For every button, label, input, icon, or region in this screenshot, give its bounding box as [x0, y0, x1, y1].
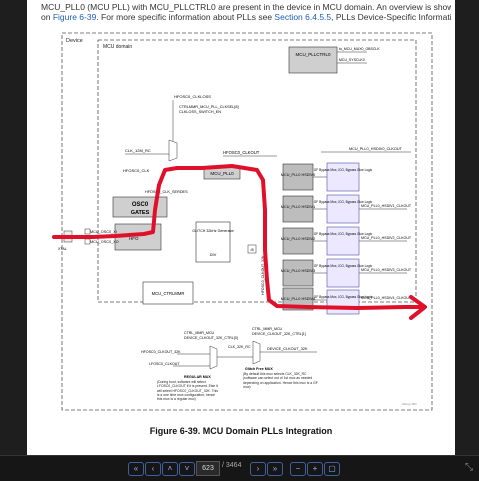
gf3-box	[326, 226, 360, 256]
clkloss-mux	[168, 139, 178, 162]
clk32k-rc-label: CLK_32K_RC	[228, 345, 251, 349]
section-link[interactable]: Section 6.4.5.5	[274, 12, 332, 22]
hsdiv1-box	[282, 195, 314, 223]
figure-caption: Figure 6-39. MCU Domain PLLs Integration	[149, 426, 333, 436]
dev-clkout-label: DEVICE_CLKOUT_32K	[267, 347, 308, 351]
page-total: / 3464	[222, 462, 242, 469]
out-hsdiv4-label: MCU_PLL0_HSDIV4_CLKOUT	[361, 296, 412, 300]
gf5-label: GF Bypass Mux, ICG, Bypass Glue Logic	[314, 295, 373, 299]
bot-ctrl-a2: DEVICE_CLKOUT_32K_CTRL[0]	[184, 336, 238, 340]
device-label: Device	[66, 38, 83, 44]
first-page-icon[interactable]: «	[128, 462, 144, 476]
clksel-1: CTRLMMR_MCU_PLL_CLKSEL[8]	[179, 105, 239, 109]
hfosc-label: HFO	[129, 236, 139, 241]
gf2-label: GF Bypass Mux, ICG, Bypass Glue Logic	[314, 200, 373, 204]
osc-xo-label: MCU_OSC0_XO	[90, 240, 119, 244]
clk-12m-label: CLK_12M_RC	[125, 148, 151, 153]
hsdiv3-box	[282, 259, 314, 287]
bot-ctrl-a1: CTRL_MMR_MCU	[184, 331, 215, 335]
scroll-down-icon[interactable]: ˅	[179, 462, 195, 476]
div-n-label: /8	[250, 248, 253, 252]
watermark: clkmgr-001	[402, 402, 417, 406]
device-boundary	[61, 32, 433, 411]
viewer-toolbar: « ‹ ˄ ˅ 623 / 3464 › » − + ▢	[0, 455, 479, 481]
ctrlmmr-label: MCU_CTRLMMR	[152, 291, 185, 296]
pllctrl-box	[288, 46, 338, 74]
intro-line2: on Figure 6-39. For more specific inform…	[41, 12, 451, 22]
red-annotation-path	[52, 164, 425, 310]
xtal-label: XTAL	[58, 247, 67, 251]
glitch-gen-box	[195, 221, 231, 263]
mhsi-label: to_MCU_MUX0_OBSCLK	[339, 47, 380, 51]
pdf-page: MCU_PLL0 (MCU PLL) with MCU_PLLCTRL0 are…	[27, 0, 455, 455]
clk-serdes-label: HFOSC0_CLK_SERDES	[145, 190, 188, 194]
prev-page-icon[interactable]: ‹	[145, 462, 161, 476]
glitch-mux-label: Glitch Free MUX	[245, 367, 273, 371]
reg-note-box: (During boot, software will select LFOSC…	[157, 380, 218, 402]
hsdiv-column: MCU_PLL0 HSDIV0 MCU_PLL0 HSDIV1 MCU_PLL0…	[281, 163, 315, 311]
hsdiv2-box	[282, 227, 314, 255]
last-page-icon[interactable]: »	[267, 462, 283, 476]
glitch-note: (By default this mux selects CLK_32K_RC …	[243, 372, 318, 389]
mcu-pll-diagram: Device MCU domain MCU_PLLCTRL0 to_MCU_MU…	[52, 32, 433, 411]
lfosc-32k-label: LFOSC0_CLKOUT	[149, 362, 180, 366]
osc-xi-label: MCU_OSC0_XI	[90, 230, 117, 234]
gf4-label: GF Bypass Mux, ICG, Bypass Glue Logic	[314, 264, 373, 268]
mcu-domain-label: MCU domain	[103, 44, 132, 50]
reg-note: (During boot, software will select LFOSC…	[157, 380, 218, 402]
hsdiv3-label: MCU_PLL0 HSDIV3	[281, 269, 315, 273]
gf1-label: GF Bypass Mux, ICG, Bypass Glue Logic	[314, 168, 373, 172]
out-hsdiv2-label: MCU_PLL0_HSDIV2_CLKOUT	[361, 236, 412, 240]
intro-text: MCU_PLL0 (MCU PLL) with MCU_PLLCTRL0 are…	[41, 2, 451, 22]
mcu-domain-boundary	[97, 39, 417, 303]
page-number-input[interactable]: 623	[196, 461, 220, 476]
xi-pin	[84, 228, 91, 235]
bot-ctrl-b2: DEVICE_CLKOUT_32K_CTRL[1]	[252, 332, 306, 336]
div-n-box	[247, 244, 257, 254]
regular-mux	[209, 345, 218, 370]
out-hsdiv3-label: MCU_PLL0_HSDIV3_CLKOUT	[361, 268, 412, 272]
hsdiv4-label: MCU_PLL0 HSDIV4	[281, 297, 315, 301]
hsdiv1-label: MCU_PLL0 HSDIV1	[281, 205, 315, 209]
gf5-box	[326, 289, 360, 315]
zoom-in-icon[interactable]: +	[307, 462, 323, 476]
glitch-gen-label: GLITCH 32kHz Generator	[192, 229, 234, 233]
xo-pin	[84, 238, 91, 245]
clksel-2: CLKLOSS_SWITCH_EN	[179, 110, 221, 114]
intro-prefix: on	[41, 12, 53, 22]
glitch-free-mux	[252, 340, 261, 365]
clkloss-label: HFOSC0_CLKLOSS	[174, 94, 211, 99]
hfosc0-clk-label: HFOSC0_CLK	[123, 168, 150, 173]
pll0-label: MCU_PLL0	[210, 171, 234, 176]
zoom-out-icon[interactable]: −	[290, 462, 306, 476]
intro-line1: MCU_PLL0 (MCU PLL) with MCU_PLLCTRL0 are…	[41, 2, 451, 12]
hsdiv0-label: MCU_PLL0 HSDIV0	[281, 173, 315, 177]
pllctrl-label: MCU_PLLCTRL0	[295, 52, 331, 57]
div-label: DIV	[210, 252, 217, 257]
clkout-32k-label: HFOSC0_CLKOUT_32K	[261, 255, 265, 295]
glitch-note-box: (By default this mux selects CLK_32K_RC …	[243, 372, 318, 389]
gates-label: GATES	[131, 210, 150, 216]
next-page-icon[interactable]: ›	[250, 462, 266, 476]
sysclk-label: MCU_SYSCLK0	[339, 58, 365, 62]
hsdiv0-box	[282, 163, 314, 191]
intro-mid: . For more specific information about PL…	[96, 12, 275, 22]
scroll-up-icon[interactable]: ˄	[162, 462, 178, 476]
hsdiv0-clkout-label: MCU_PLL0_HSDIV0_CLKOUT	[349, 147, 403, 151]
intro-suffix: , PLLs Device-Specific Information.	[331, 12, 451, 22]
hsdiv2-label: MCU_PLL0 HSDIV2	[281, 237, 315, 241]
reg-mux-label: REGULAR MUX	[184, 375, 211, 379]
hfosc-32k-label: HFOSC0_CLKOUT_32K	[141, 350, 181, 354]
bot-ctrl-b1: CTRL_MMR_MCU	[252, 327, 283, 331]
ctrlmmr-box	[142, 281, 194, 305]
out-hsdiv1-label: MCU_PLL0_HSDIV1_CLKOUT	[361, 204, 412, 208]
fit-page-icon[interactable]: ▢	[324, 462, 340, 476]
red-arrowhead	[409, 295, 427, 320]
resize-grip-icon[interactable]: ⤡	[465, 462, 473, 473]
hfosc0-clkout-label: HFOSC0_CLKOUT	[223, 150, 260, 155]
figure-link[interactable]: Figure 6-39	[52, 12, 97, 22]
gf3-label: GF Bypass Mux, ICG, Bypass Glue Logic	[314, 232, 373, 236]
osc0-label: OSC0	[132, 202, 149, 208]
